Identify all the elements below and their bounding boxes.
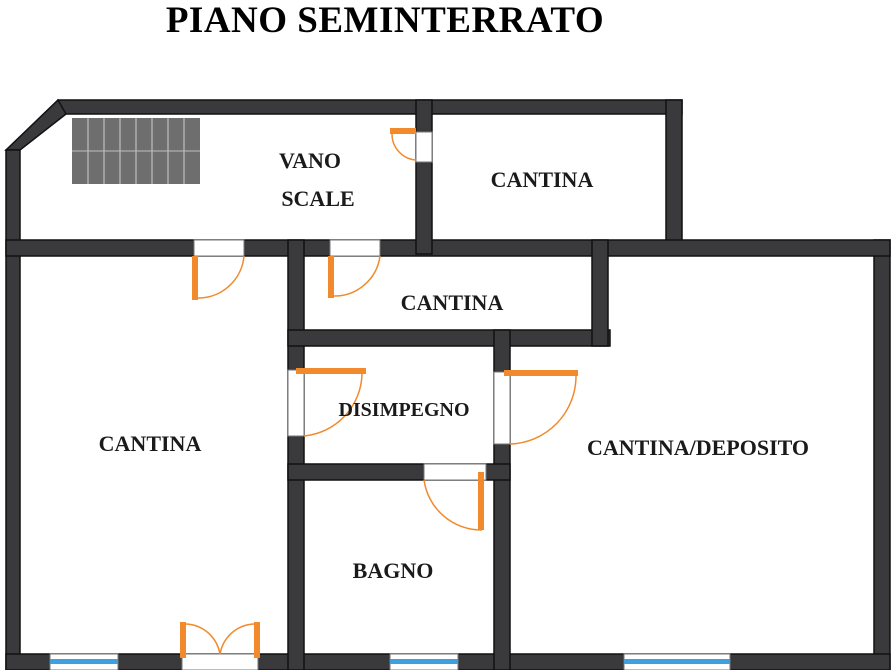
label-cantina-deposito: CANTINA/DEPOSITO [587, 435, 809, 460]
outer-walls [4, 98, 891, 670]
window-bagno [389, 653, 459, 670]
label-cantina-left: CANTINA [99, 431, 202, 456]
label-bagno: BAGNO [353, 558, 434, 583]
window-cantina-left [49, 653, 119, 670]
door-openings [181, 131, 511, 670]
windows [49, 653, 731, 670]
doors [180, 128, 578, 658]
plan-title: PIANO SEMINTERRATO [166, 0, 604, 41]
label-cantina-top-right: CANTINA [491, 167, 594, 192]
door-disimpegno [296, 368, 366, 437]
label-vano-scale-line2: SCALE [281, 186, 354, 211]
label-vano-scale-line1: VANO [279, 148, 341, 173]
door-vano-scale [390, 128, 417, 161]
door-cantina-left [192, 255, 245, 300]
interior-walls [5, 99, 891, 670]
door-bagno [423, 472, 484, 531]
door-cantina-deposito [504, 370, 578, 445]
door-cantina-corridor [328, 255, 381, 298]
room-labels: VANO SCALE CANTINA CANTINA CANTINA DISIM… [99, 148, 809, 583]
window-cantina-deposito [623, 653, 731, 670]
label-disimpegno: DISIMPEGNO [338, 399, 469, 421]
door-entrance-double [180, 622, 260, 658]
stairs [72, 118, 200, 184]
label-cantina-corridor: CANTINA [401, 290, 504, 315]
